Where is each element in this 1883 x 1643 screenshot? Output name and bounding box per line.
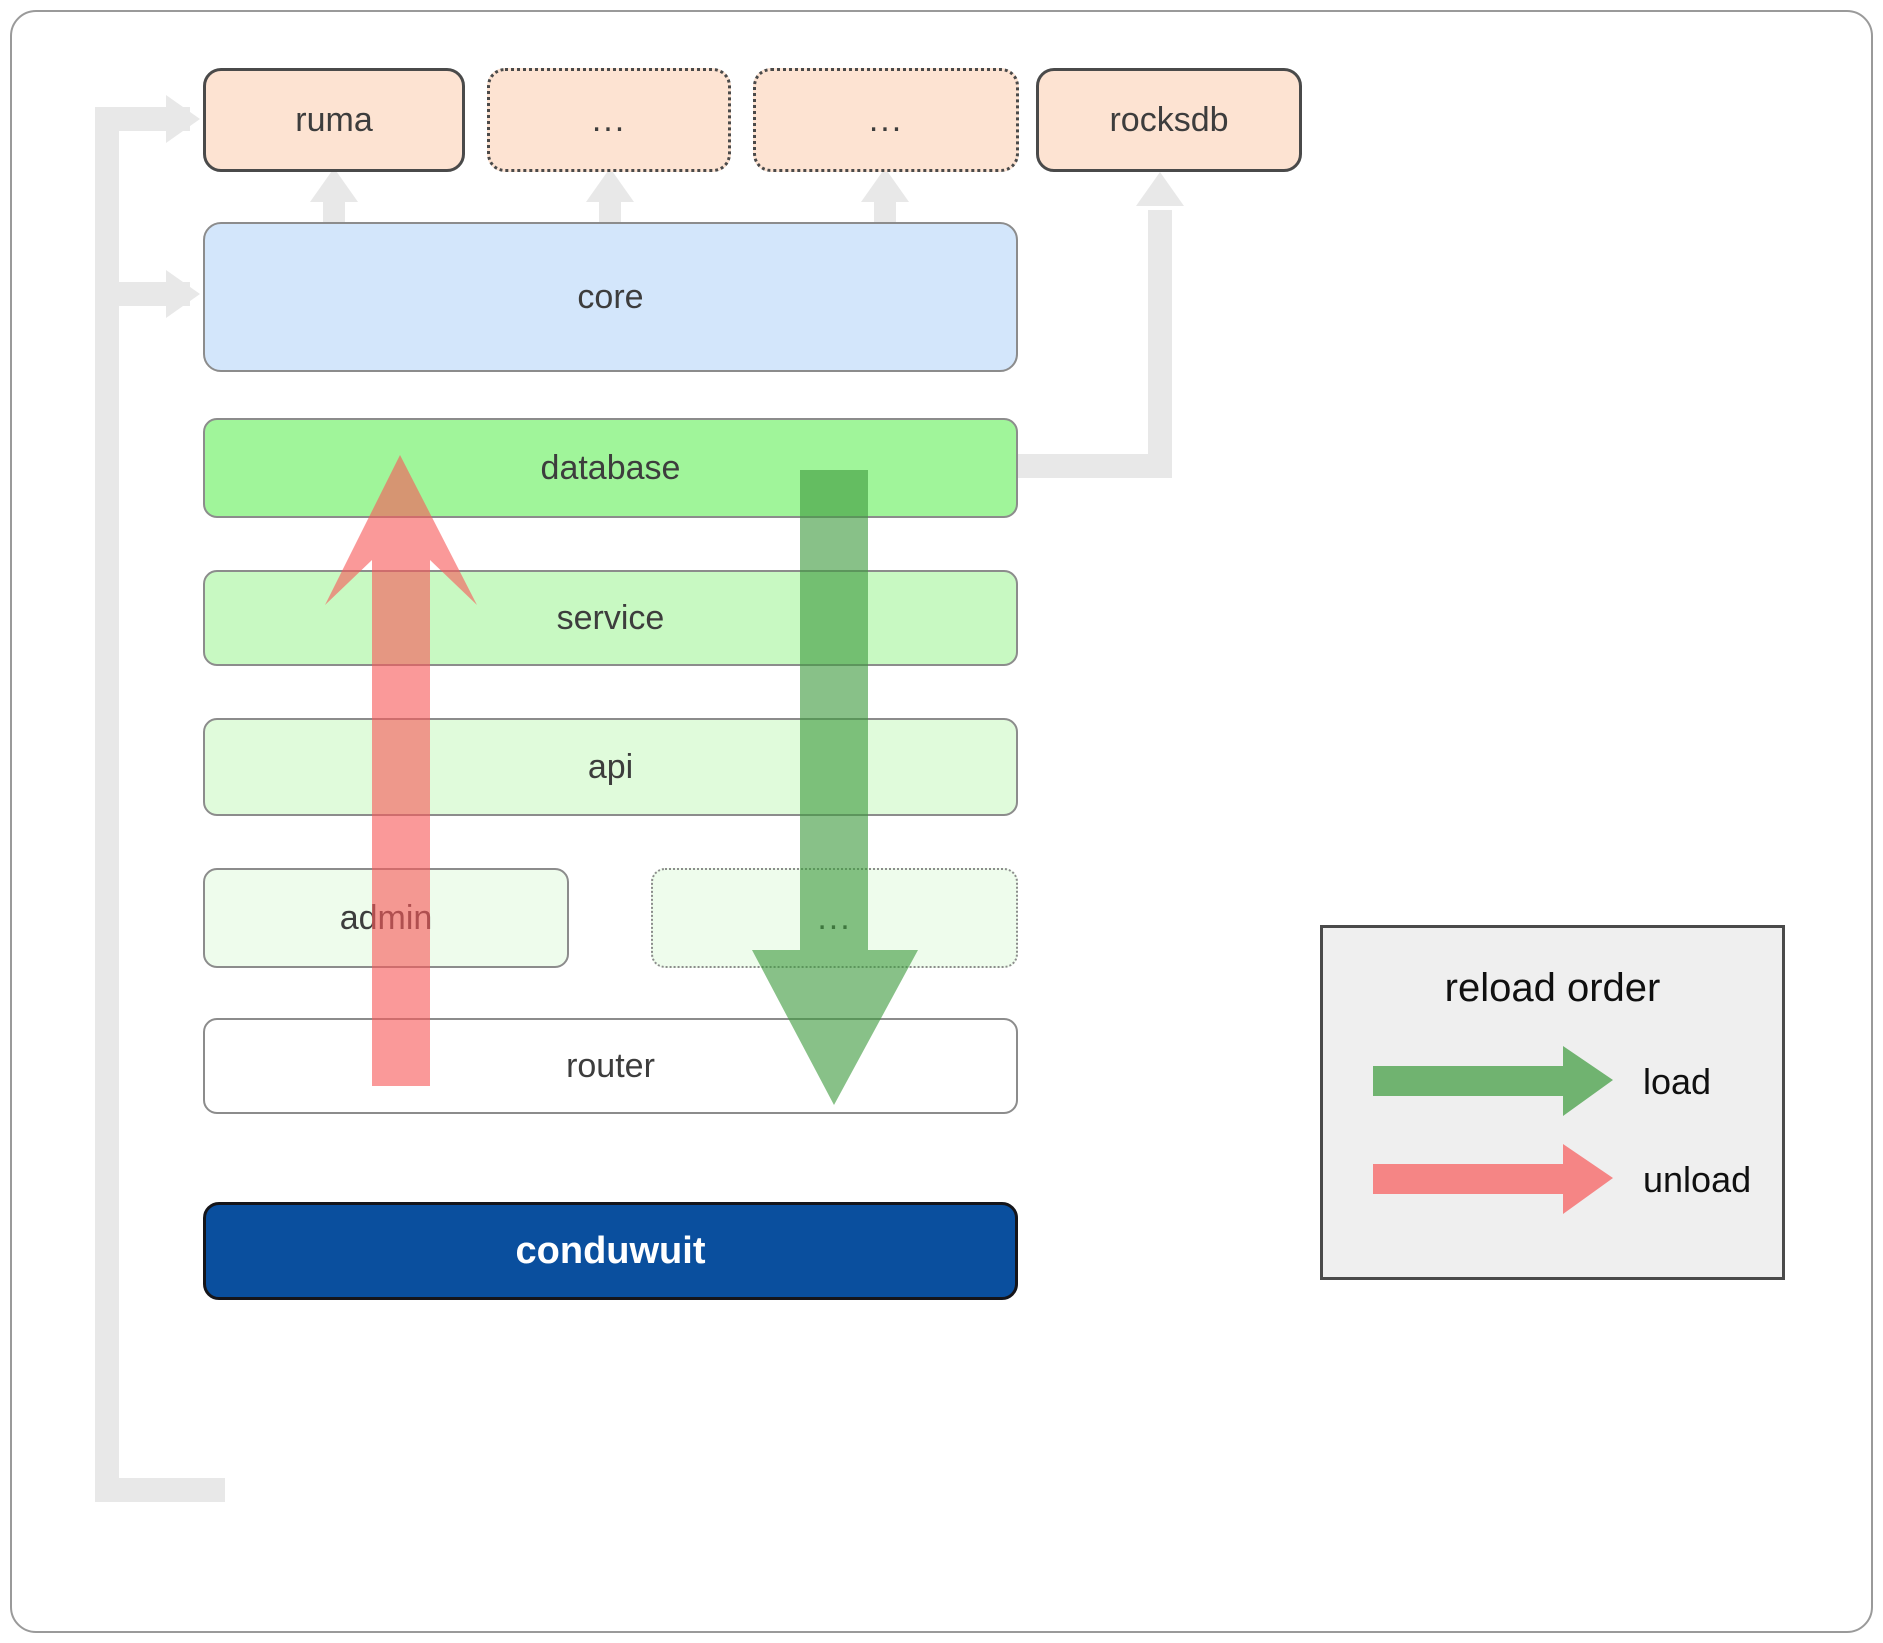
node-core[interactable]: core	[203, 222, 1018, 372]
node-service-label: service	[556, 598, 665, 637]
connector-root-horizontal	[95, 1478, 225, 1502]
connector-rocksdb-arrowhead	[1136, 172, 1184, 206]
node-more-low-label: ...	[817, 898, 852, 937]
node-ruma[interactable]: ruma	[203, 68, 465, 172]
connector-core-to-dep2-shaft	[874, 196, 896, 226]
connector-ruma-arrowhead	[166, 95, 200, 143]
node-router-label: router	[566, 1046, 655, 1085]
node-conduwuit[interactable]: conduwuit	[203, 1202, 1018, 1300]
node-database-label: database	[540, 448, 681, 487]
node-dependency-more-1-label: ...	[591, 100, 627, 139]
node-more-low[interactable]: ...	[651, 868, 1018, 968]
legend-label-unload: unload	[1643, 1159, 1752, 1200]
connector-core-to-ruma-shaft	[323, 196, 345, 226]
node-dependency-more-1[interactable]: ...	[487, 68, 731, 172]
legend-unload-arrow-icon	[1373, 1144, 1613, 1214]
node-dependency-more-2-label: ...	[868, 100, 904, 139]
legend-load-arrow-icon	[1373, 1046, 1613, 1116]
connector-core-to-dep1-shaft	[599, 196, 621, 226]
connector-core-to-ruma-arrowhead	[310, 168, 358, 202]
node-service[interactable]: service	[203, 570, 1018, 666]
node-router[interactable]: router	[203, 1018, 1018, 1114]
connector-rail-vertical	[95, 112, 119, 1502]
connector-rocksdb-vertical	[1148, 210, 1172, 478]
legend-box: reload order load unload	[1320, 925, 1785, 1280]
node-admin[interactable]: admin	[203, 868, 569, 968]
connector-rocksdb-horizontal	[1012, 454, 1172, 478]
node-rocksdb-label: rocksdb	[1109, 100, 1229, 139]
node-api-label: api	[587, 747, 634, 786]
connector-core-to-dep2-arrowhead	[861, 168, 909, 202]
node-database[interactable]: database	[203, 418, 1018, 518]
node-dependency-more-2[interactable]: ...	[753, 68, 1019, 172]
connector-core-to-dep1-arrowhead	[586, 168, 634, 202]
legend-title: reload order	[1444, 966, 1661, 1010]
node-admin-label: admin	[339, 898, 433, 937]
node-core-label: core	[577, 277, 644, 316]
legend-arrows	[1373, 1046, 1613, 1214]
connector-core-arrowhead	[166, 270, 200, 318]
legend-label-load: load	[1643, 1061, 1712, 1102]
node-api[interactable]: api	[203, 718, 1018, 816]
node-ruma-label: ruma	[295, 100, 373, 139]
node-conduwuit-label: conduwuit	[515, 1229, 706, 1272]
node-rocksdb[interactable]: rocksdb	[1036, 68, 1302, 172]
